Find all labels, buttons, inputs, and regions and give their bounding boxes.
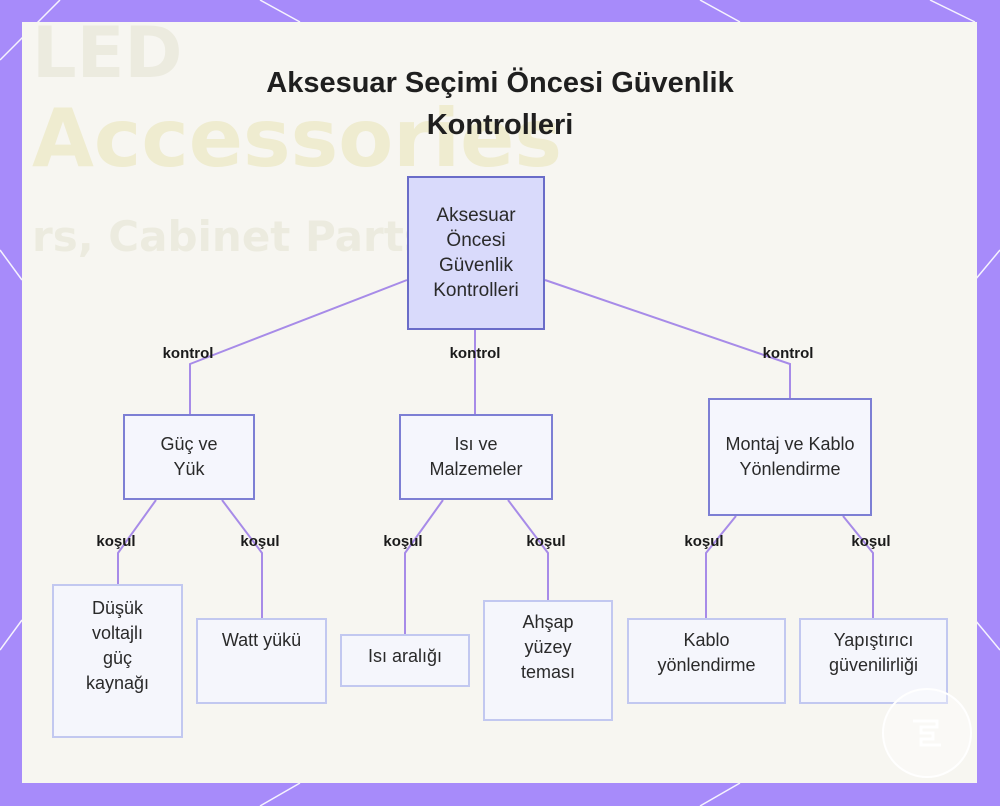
node-guc-ve-yuk: Güç ve Yük <box>123 414 255 500</box>
edge-label-kontrol-1: kontrol <box>163 345 214 363</box>
edge-root-montaj <box>545 280 790 398</box>
node-isi-araligi-label: Isı aralığı <box>368 644 442 669</box>
node-root-label: Aksesuar Öncesi Güvenlik Kontrolleri <box>415 203 537 303</box>
edge-label-kosul-6: koşul <box>851 533 890 551</box>
node-watt-yuku: Watt yükü <box>196 618 327 704</box>
page-title: Aksesuar Seçimi Öncesi Güvenlik Kontroll… <box>200 62 800 146</box>
title-line-1: Aksesuar Seçimi Öncesi Güvenlik <box>200 62 800 104</box>
edge-montaj-kablo <box>706 516 736 618</box>
logo-glyph-icon <box>907 713 947 753</box>
node-kablo-yonlendirme: Kablo yönlendirme <box>627 618 786 704</box>
node-kablo-yonlendirme-label: Kablo yönlendirme <box>642 628 772 678</box>
node-montaj-ve-kablo: Montaj ve Kablo Yönlendirme <box>708 398 872 516</box>
node-root: Aksesuar Öncesi Güvenlik Kontrolleri <box>407 176 545 330</box>
node-yapistirici-label: Yapıştırıcı güvenilirliği <box>814 628 934 678</box>
edge-label-kontrol-3: kontrol <box>763 345 814 363</box>
node-montaj-ve-kablo-label: Montaj ve Kablo Yönlendirme <box>725 432 855 482</box>
edge-label-kosul-3: koşul <box>383 533 422 551</box>
node-isi-ve-malzemeler: Isı ve Malzemeler <box>399 414 553 500</box>
edge-montaj-yapistirici <box>843 516 873 618</box>
edge-guc-watt <box>222 500 262 618</box>
edge-root-guc <box>190 280 407 414</box>
node-watt-yuku-label: Watt yükü <box>222 628 301 653</box>
edge-label-kosul-5: koşul <box>684 533 723 551</box>
edge-isi-isi-araligi <box>405 500 443 634</box>
node-ahsap-yuzey: Ahşap yüzey teması <box>483 600 613 721</box>
logo-watermark-icon <box>882 688 972 778</box>
edge-label-kosul-1: koşul <box>96 533 135 551</box>
node-dusuk-voltajli-label: Düşük voltajlı güç kaynağı <box>78 596 158 696</box>
edge-label-kosul-2: koşul <box>240 533 279 551</box>
node-ahsap-yuzey-label: Ahşap yüzey teması <box>508 610 588 685</box>
edge-label-kosul-4: koşul <box>526 533 565 551</box>
edge-label-kontrol-2: kontrol <box>450 345 501 363</box>
title-line-2: Kontrolleri <box>200 104 800 146</box>
node-dusuk-voltajli: Düşük voltajlı güç kaynağı <box>52 584 183 738</box>
node-isi-araligi: Isı aralığı <box>340 634 470 687</box>
node-guc-ve-yuk-label: Güç ve Yük <box>154 432 224 482</box>
node-isi-ve-malzemeler-label: Isı ve Malzemeler <box>416 432 536 482</box>
